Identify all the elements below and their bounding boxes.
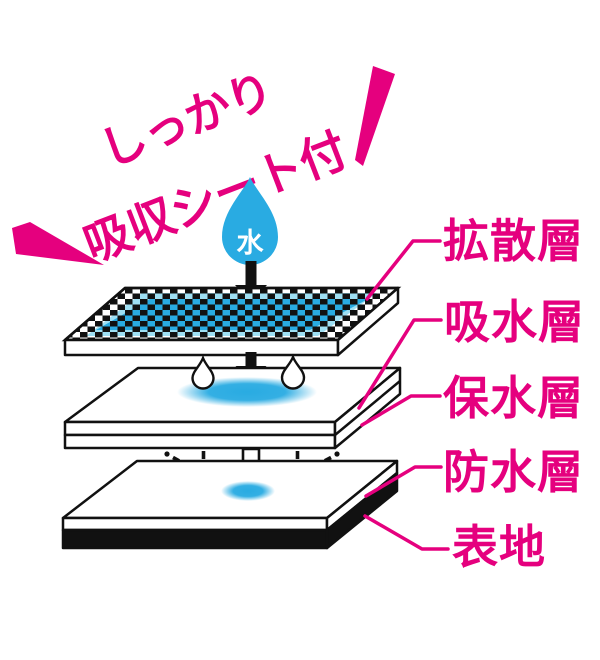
blocked-dot-right [334,451,340,457]
label-outer-fabric: 表地 [452,521,546,573]
emphasis-slash-left-icon [12,222,104,265]
label-absorb-layer: 吸水層 [444,296,585,348]
connector-waterproof-layer [364,465,443,498]
water-drop-label: 水 [237,228,265,258]
connector-absorb-layer [357,318,443,410]
callout-connectors [357,239,450,551]
diffusion-layer-front-face [63,338,340,357]
absorb-retain-side-divider [334,380,401,436]
small-drop-left-icon [191,354,215,390]
label-diffusion-layer: 拡散層 [443,215,584,267]
diffusion-layer-side-face [336,286,400,357]
water-drop-group: 水 [222,177,278,265]
diffusion-layer-wet-area [96,299,368,330]
small-drop-right-icon [280,353,306,390]
waterproof-fabric-slab [61,459,399,550]
connector-retain-layer [360,394,442,427]
connector-outer-fabric [363,514,450,551]
waterproof-layer-front-face [61,516,329,532]
emphasis-slash-right-icon [355,66,395,166]
label-waterproof-layer: 防水層 [443,446,584,498]
seeping-drops-group [191,353,306,390]
water-drop-icon [222,177,278,265]
connector-diffusion-layer [365,239,442,301]
retain-layer-front-face [63,433,337,450]
absorb-layer-front-face [63,420,337,437]
outer-fabric-front-face [61,528,329,550]
blocked-dot-left [164,451,170,457]
headline-group: しっかり 吸収シート付 [12,63,395,271]
diffusion-layer-slab [61,286,402,357]
down-arrow-2-icon [235,352,267,381]
label-retain-layer: 保水層 [443,372,584,424]
absorb-retain-slab [63,366,402,450]
layer-labels: 拡散層 吸水層 保水層 防水層 表地 [443,215,585,573]
water-pool-small [221,481,275,501]
